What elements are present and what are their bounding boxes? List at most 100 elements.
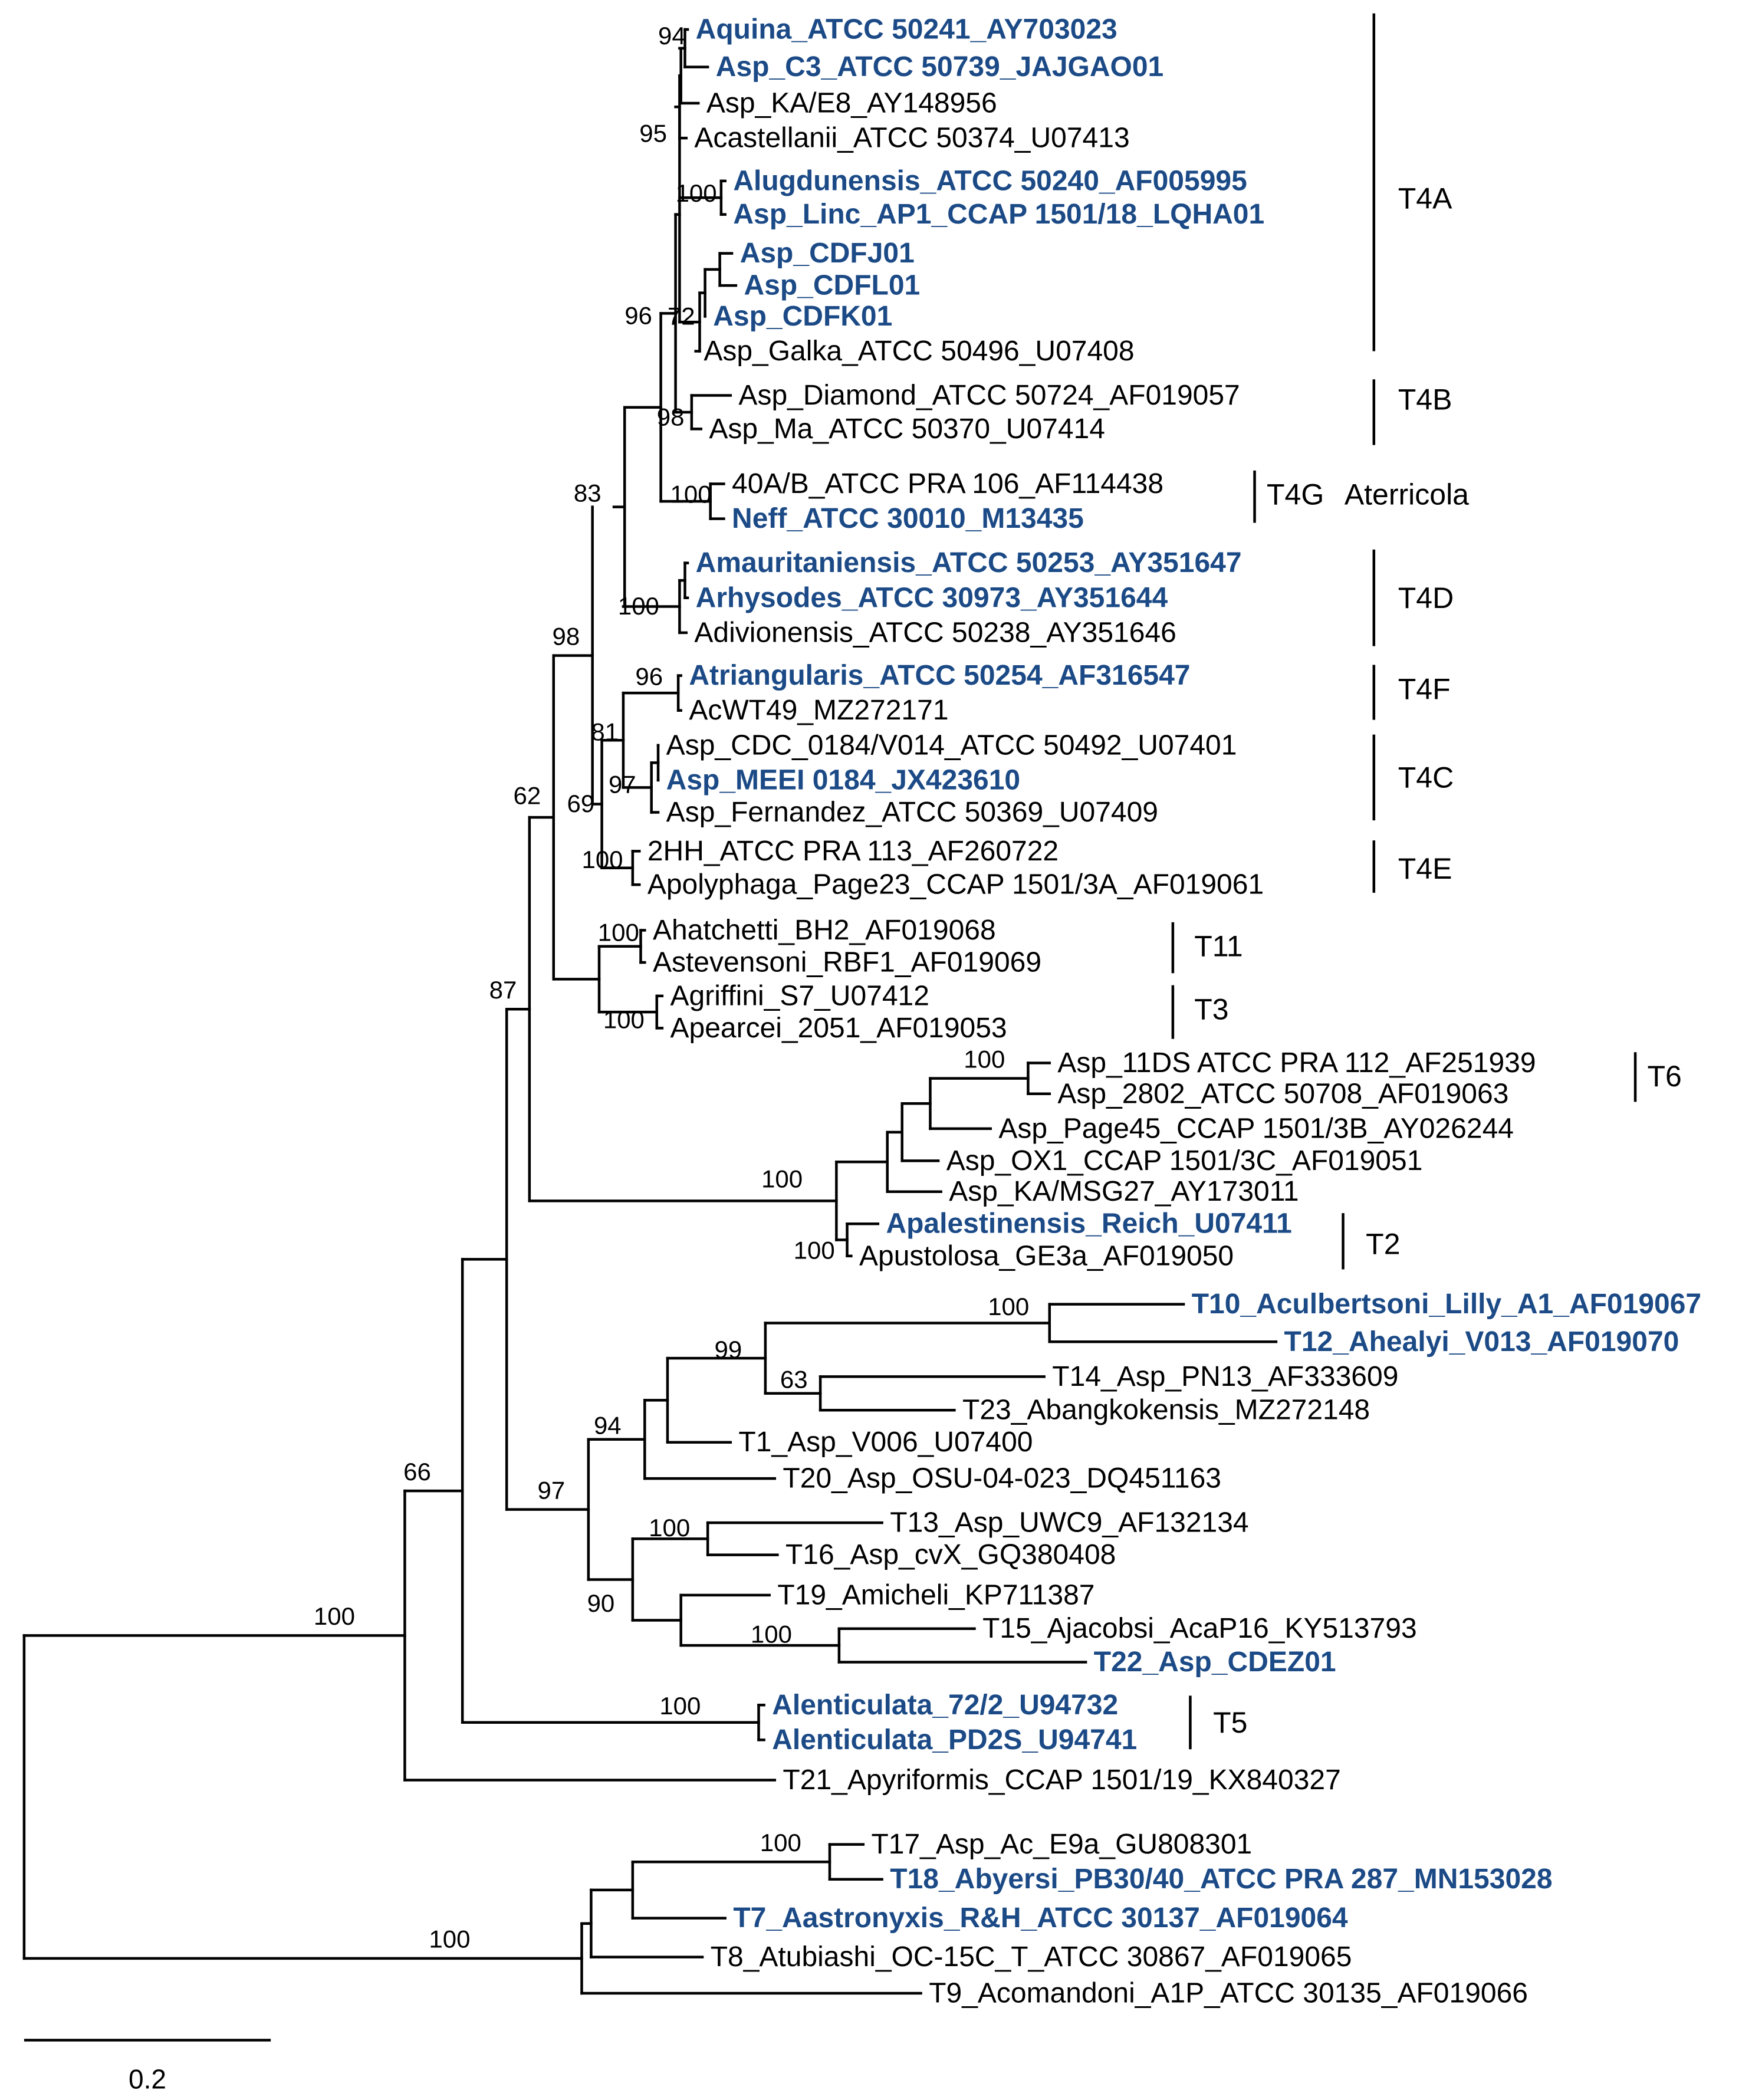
clade-label: T4F bbox=[1398, 672, 1451, 705]
tree-branches bbox=[22, 28, 1278, 1995]
clade-label: T4D bbox=[1398, 581, 1454, 614]
leaf-label: T10_Aculbertsoni_Lilly_A1_AF019067 bbox=[1192, 1289, 1701, 1320]
bootstrap-value: 69 bbox=[567, 790, 594, 817]
clade-label: T3 bbox=[1194, 993, 1228, 1026]
leaf-label: T13_Asp_UWC9_AF132134 bbox=[890, 1507, 1248, 1539]
clade-label: T4E bbox=[1398, 852, 1452, 885]
clade-label: T6 bbox=[1648, 1060, 1682, 1093]
bootstrap-value: 83 bbox=[574, 479, 601, 507]
bootstrap-value: 81 bbox=[591, 718, 619, 745]
leaf-label: AcWT49_MZ272171 bbox=[689, 695, 948, 726]
leaf-label: Alenticulata_72/2_U94732 bbox=[772, 1690, 1118, 1721]
bootstrap-value: 90 bbox=[587, 1589, 615, 1617]
bootstrap-value: 100 bbox=[964, 1045, 1005, 1073]
bootstrap-value: 100 bbox=[751, 1621, 792, 1648]
leaf-label: Asp_CDFL01 bbox=[744, 270, 921, 301]
leaf-label: T12_Ahealyi_V013_AF019070 bbox=[1284, 1326, 1679, 1358]
leaf-label: Atriangularis_ATCC 50254_AF316547 bbox=[689, 660, 1190, 691]
leaf-label: T17_Asp_Ac_E9a_GU808301 bbox=[871, 1829, 1252, 1860]
bootstrap-value: 100 bbox=[794, 1236, 835, 1264]
clade-label: T5 bbox=[1213, 1706, 1247, 1739]
clade-label: T4A bbox=[1398, 182, 1452, 215]
leaf-label: Asp_MEEI 0184_JX423610 bbox=[666, 764, 1020, 796]
leaf-label: T23_Abangkokensis_MZ272148 bbox=[962, 1395, 1370, 1426]
leaf-label: Asp_2802_ATCC 50708_AF019063 bbox=[1057, 1078, 1508, 1109]
leaf-label: Asp_KA/E8_AY148956 bbox=[706, 88, 997, 119]
clade-label: Aterricola bbox=[1345, 478, 1469, 511]
leaf-label: Amauritaniensis_ATCC 50253_AY351647 bbox=[696, 547, 1242, 579]
bootstrap-value: 62 bbox=[514, 781, 541, 809]
leaf-label: T8_Atubiashi_OC-15C_T_ATCC 30867_AF01906… bbox=[711, 1941, 1352, 1973]
clade-label: T4G bbox=[1267, 478, 1324, 511]
bootstrap-value: 100 bbox=[429, 1925, 470, 1953]
leaf-label: Acastellanii_ATCC 50374_U07413 bbox=[694, 123, 1129, 154]
bootstrap-value: 98 bbox=[657, 403, 685, 431]
clade-label: T4C bbox=[1398, 761, 1454, 794]
bootstrap-value: 100 bbox=[670, 480, 712, 508]
leaf-label: Agriffini_S7_U07412 bbox=[670, 980, 929, 1011]
leaf-label: Asp_CDC_0184/V014_ATCC 50492_U07401 bbox=[666, 729, 1237, 761]
bootstrap-value: 100 bbox=[659, 1692, 701, 1720]
bootstrap-value: 100 bbox=[649, 1514, 690, 1542]
leaf-label: Arhysodes_ATCC 30973_AY351644 bbox=[696, 582, 1168, 613]
bootstrap-value: 99 bbox=[715, 1336, 742, 1363]
leaf-label: T9_Acomandoni_A1P_ATCC 30135_AF019066 bbox=[929, 1977, 1528, 2009]
leaf-label: Asp_Fernandez_ATCC 50369_U07409 bbox=[666, 797, 1158, 828]
bootstrap-value: 96 bbox=[635, 663, 663, 691]
bootstrap-value: 94 bbox=[658, 22, 686, 50]
bootstrap-value: 94 bbox=[594, 1412, 622, 1440]
scale-bar-label: 0.2 bbox=[129, 2063, 166, 2094]
bootstrap-value: 100 bbox=[676, 179, 717, 207]
leaf-label: Asp_C3_ATCC 50739_JAJGAO01 bbox=[716, 51, 1163, 83]
leaf-label: Asp_Page45_CCAP 1501/3B_AY026244 bbox=[998, 1113, 1514, 1144]
leaf-label: 2HH_ATCC PRA 113_AF260722 bbox=[647, 836, 1059, 867]
bootstrap-value: 100 bbox=[598, 919, 639, 947]
leaf-label: Adivionensis_ATCC 50238_AY351646 bbox=[694, 617, 1176, 648]
leaf-label: Asp_CDFJ01 bbox=[740, 238, 915, 269]
leaf-label: Apalestinensis_Reich_U07411 bbox=[886, 1208, 1291, 1240]
tree-labels: 9495100729698100100839697811006998100100… bbox=[24, 13, 1701, 2094]
bootstrap-value: 97 bbox=[537, 1476, 565, 1504]
leaf-label: Apustolosa_GE3a_AF019050 bbox=[859, 1240, 1234, 1271]
leaf-label: Astevensoni_RBF1_AF019069 bbox=[653, 947, 1041, 978]
leaf-label: Asp_Galka_ATCC 50496_U07408 bbox=[704, 336, 1134, 367]
leaf-label: Alugdunensis_ATCC 50240_AF005995 bbox=[733, 165, 1247, 196]
leaf-label: Asp_Linc_AP1_CCAP 1501/18_LQHA01 bbox=[733, 199, 1264, 230]
bootstrap-value: 100 bbox=[760, 1829, 801, 1856]
clade-label: T11 bbox=[1194, 930, 1242, 963]
leaf-label: Asp_11DS ATCC PRA 112_AF251939 bbox=[1057, 1047, 1536, 1079]
bootstrap-value: 95 bbox=[639, 119, 667, 147]
bootstrap-value: 100 bbox=[988, 1293, 1029, 1320]
bootstrap-value: 87 bbox=[489, 976, 517, 1004]
leaf-label: Asp_Diamond_ATCC 50724_AF019057 bbox=[738, 380, 1240, 411]
leaf-label: Aquina_ATCC 50241_AY703023 bbox=[696, 14, 1117, 45]
leaf-label: Asp_CDFK01 bbox=[713, 301, 892, 332]
leaf-label: T16_Asp_cvX_GQ380408 bbox=[785, 1539, 1116, 1570]
leaf-label: 40A/B_ATCC PRA 106_AF114438 bbox=[732, 468, 1163, 499]
leaf-label: T14_Asp_PN13_AF333609 bbox=[1052, 1361, 1398, 1392]
bootstrap-value: 100 bbox=[761, 1165, 803, 1193]
bootstrap-value: 96 bbox=[624, 301, 652, 329]
leaf-label: T20_Asp_OSU-04-023_DQ451163 bbox=[783, 1463, 1221, 1494]
leaf-label: Asp_OX1_CCAP 1501/3C_AF019051 bbox=[946, 1145, 1423, 1176]
leaf-label: Ahatchetti_BH2_AF019068 bbox=[653, 915, 996, 946]
leaf-label: T19_Amicheli_KP711387 bbox=[777, 1579, 1094, 1611]
bootstrap-value: 100 bbox=[618, 592, 659, 620]
bootstrap-value: 100 bbox=[581, 846, 623, 873]
leaf-label: T15_Ajacobsi_AcaP16_KY513793 bbox=[982, 1613, 1417, 1644]
leaf-label: Apearcei_2051_AF019053 bbox=[670, 1013, 1007, 1044]
leaf-label: T21_Apyriformis_CCAP 1501/19_KX840327 bbox=[783, 1764, 1340, 1796]
bootstrap-value: 63 bbox=[780, 1366, 808, 1394]
leaf-label: Alenticulata_PD2S_U94741 bbox=[772, 1724, 1137, 1756]
bootstrap-value: 100 bbox=[603, 1005, 645, 1033]
leaf-label: Asp_Ma_ATCC 50370_U07414 bbox=[709, 413, 1105, 445]
clade-label: T2 bbox=[1366, 1227, 1400, 1260]
leaf-label: T1_Asp_V006_U07400 bbox=[738, 1427, 1033, 1458]
bootstrap-value: 97 bbox=[609, 770, 636, 798]
leaf-label: Apolyphaga_Page23_CCAP 1501/3A_AF019061 bbox=[647, 869, 1264, 901]
bootstrap-value: 72 bbox=[668, 303, 695, 330]
leaf-label: Asp_KA/MSG27_AY173011 bbox=[949, 1176, 1299, 1207]
leaf-label: T22_Asp_CDEZ01 bbox=[1094, 1647, 1336, 1678]
bootstrap-value: 100 bbox=[314, 1602, 355, 1630]
leaf-label: T7_Aastronyxis_R&H_ATCC 30137_AF019064 bbox=[733, 1902, 1348, 1934]
